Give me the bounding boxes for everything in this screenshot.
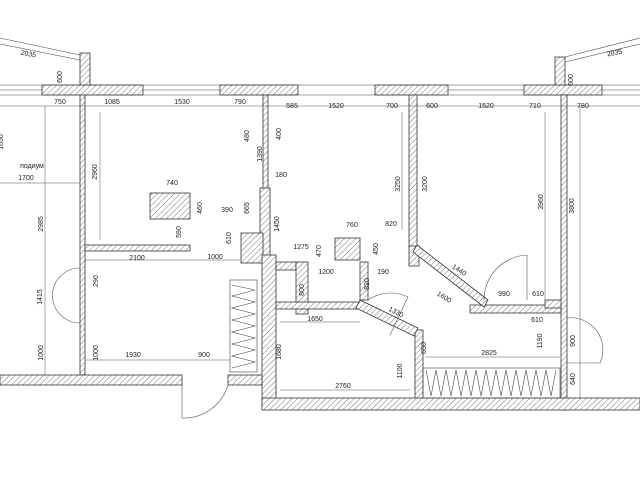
dim-label: 990 xyxy=(498,291,510,298)
dim-label: 1415 xyxy=(37,289,44,305)
dim-label: 2035 xyxy=(606,49,623,59)
dim-label: 650 xyxy=(421,342,428,354)
dim-label: 600 xyxy=(426,103,438,110)
dim-label: 600 xyxy=(568,74,575,86)
room-label-podium: подиум xyxy=(20,163,44,170)
dim-label: 1000 xyxy=(207,254,223,261)
dim-label: 1275 xyxy=(293,244,309,251)
dim-label: 1390 xyxy=(257,146,264,162)
dim-label: 1650 xyxy=(307,316,323,323)
dim-label: 610 xyxy=(531,317,543,324)
dim-label: 800 xyxy=(299,284,306,296)
dim-label: 600 xyxy=(57,71,64,83)
dim-label: 180 xyxy=(275,172,287,179)
dim-label: 820 xyxy=(385,221,397,228)
dim-label: 1450 xyxy=(274,216,281,232)
dim-label: 610 xyxy=(226,232,233,244)
dim-label: 750 xyxy=(54,99,66,106)
dim-label: 740 xyxy=(166,180,178,187)
dim-label: 790 xyxy=(234,99,246,106)
dim-label: 700 xyxy=(386,103,398,110)
walls xyxy=(0,37,640,411)
dim-label: 820 xyxy=(364,278,371,290)
dim-label: 450 xyxy=(373,243,380,255)
dim-label: 900 xyxy=(198,352,210,359)
dim-label: 3250 xyxy=(395,176,402,192)
dim-label: 1190 xyxy=(537,333,544,348)
dim-label: 3800 xyxy=(569,198,576,214)
dim-label: 3960 xyxy=(538,194,545,210)
dim-label: 1000 xyxy=(93,345,100,361)
dim-label: 2985 xyxy=(38,216,45,232)
dim-label: 190 xyxy=(377,269,389,276)
dim-label: 900 xyxy=(570,335,577,347)
dim-label: 1680 xyxy=(276,344,283,360)
dim-label: 480 xyxy=(244,130,251,142)
dim-label: 665 xyxy=(244,202,251,214)
dim-label: 1930 xyxy=(125,352,141,359)
dim-label: 1520 xyxy=(328,103,344,110)
dim-label: 470 xyxy=(316,245,323,257)
dim-label: 1600 xyxy=(435,291,452,305)
dim-label: 1530 xyxy=(174,99,190,106)
dim-label: 2760 xyxy=(335,383,351,390)
dim-label: 585 xyxy=(286,103,298,110)
wardrobes xyxy=(229,279,561,399)
dim-label: 3200 xyxy=(422,176,429,192)
dim-label: 1085 xyxy=(104,99,120,106)
dim-label: 290 xyxy=(93,275,100,287)
dim-label: 1700 xyxy=(18,175,34,182)
dim-label: 2100 xyxy=(129,255,145,262)
dim-label: 1650 xyxy=(0,134,5,150)
dim-label: 390 xyxy=(221,207,233,214)
dim-label: 2825 xyxy=(481,350,497,357)
dim-label: 780 xyxy=(577,103,589,110)
dim-label: 610 xyxy=(532,291,544,298)
dim-label: 2035 xyxy=(20,50,37,60)
dim-label: 710 xyxy=(529,103,541,110)
dim-label: 590 xyxy=(176,226,183,238)
dim-label: 400 xyxy=(276,128,283,140)
dimension-labels: подиум 2035 600 750 1085 1530 790 585 15… xyxy=(0,49,623,390)
dimension-lines xyxy=(0,105,640,398)
dim-label: 460 xyxy=(197,202,204,214)
dim-label: 1100 xyxy=(397,363,404,378)
dim-label: 1000 xyxy=(38,345,45,361)
dim-label: 760 xyxy=(346,222,358,229)
doors xyxy=(52,254,604,419)
dim-label: 1200 xyxy=(318,269,334,276)
dim-label: 640 xyxy=(570,373,577,385)
dim-label: 2960 xyxy=(92,164,99,180)
dim-label: 1520 xyxy=(478,103,494,110)
